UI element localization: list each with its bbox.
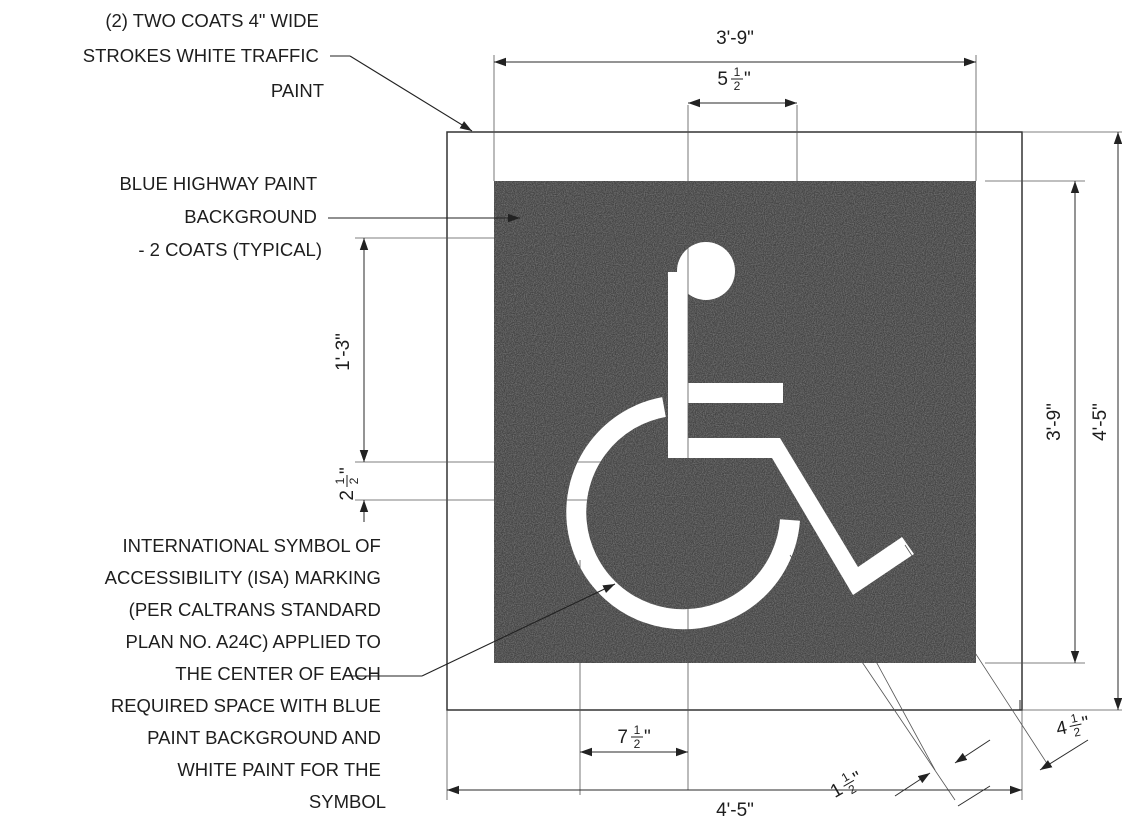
note-line: STROKES WHITE TRAFFIC [83, 45, 319, 66]
frac-whole: 7 [617, 727, 628, 748]
note-line: - 2 COATS (TYPICAL) [138, 239, 322, 260]
isa-body [668, 272, 914, 595]
frac-num: 1 [734, 65, 741, 79]
frac-den: 2 [634, 737, 641, 751]
note-blue-background: BLUE HIGHWAY PAINT BACKGROUND - 2 COATS … [119, 173, 322, 260]
frac-den: 2 [734, 79, 741, 93]
frac-den: 2 [347, 477, 361, 484]
dim-seat-offset: 7 1 2 " [617, 723, 650, 751]
frac-num: 1 [1069, 711, 1079, 726]
frac-whole: 4 [1054, 717, 1069, 740]
note-line: PLAN NO. A24C) APPLIED TO [126, 631, 381, 652]
note-line: BLUE HIGHWAY PAINT [119, 173, 316, 194]
note-line: (PER CALTRANS STANDARD [129, 599, 381, 620]
dim-left-small: 2 1 2 " [333, 467, 361, 500]
leader-lines [328, 55, 616, 677]
note-isa-marking: INTERNATIONAL SYMBOL OF ACCESSIBILITY (I… [105, 535, 386, 812]
note-line: BACKGROUND [184, 206, 317, 227]
dim-border-gap: 4 1 2 " [1054, 711, 1091, 740]
dimension-lines [359, 57, 1122, 807]
frac-quote: " [644, 727, 651, 748]
note-line: THE CENTER OF EACH [175, 663, 381, 684]
note-line: REQUIRED SPACE WITH BLUE [111, 695, 381, 716]
frac-bar [843, 779, 855, 787]
frac-den: 2 [1072, 724, 1082, 739]
dim-bottom-width: 4'-5" [716, 800, 754, 821]
note-line: PAINT BACKGROUND AND [147, 727, 381, 748]
note-line: PAINT [271, 80, 324, 101]
isa-head [677, 242, 735, 300]
frac-whole: 2 [337, 490, 358, 501]
note-line: WHITE PAINT FOR THE [177, 759, 381, 780]
frac-bar [1069, 723, 1082, 727]
blue-paint-background [494, 181, 976, 663]
frac-quote: " [744, 69, 751, 90]
note-line: (2) TWO COATS 4" WIDE [105, 10, 319, 31]
dim-left-vertical: 1'-3" [333, 333, 354, 371]
note-stroke-paint: (2) TWO COATS 4" WIDE STROKES WHITE TRAF… [83, 10, 324, 101]
note-line: SYMBOL [309, 791, 386, 812]
dim-head-offset: 5 1 2 " [717, 65, 750, 93]
dim-top-width: 3'-9" [716, 28, 754, 49]
dim-right-inner: 3'-9" [1044, 403, 1065, 441]
frac-quote: " [1080, 713, 1091, 735]
frac-whole: 5 [717, 69, 728, 90]
reference-lines [355, 55, 1122, 801]
note-line: INTERNATIONAL SYMBOL OF [123, 535, 381, 556]
frac-num: 1 [333, 477, 347, 484]
note-line: ACCESSIBILITY (ISA) MARKING [105, 567, 381, 588]
frac-quote: " [337, 467, 358, 474]
dim-leg-gap: 1 1 2 " [827, 768, 866, 803]
dim-right-outer: 4'-5" [1090, 403, 1111, 441]
frac-num: 1 [634, 723, 641, 737]
